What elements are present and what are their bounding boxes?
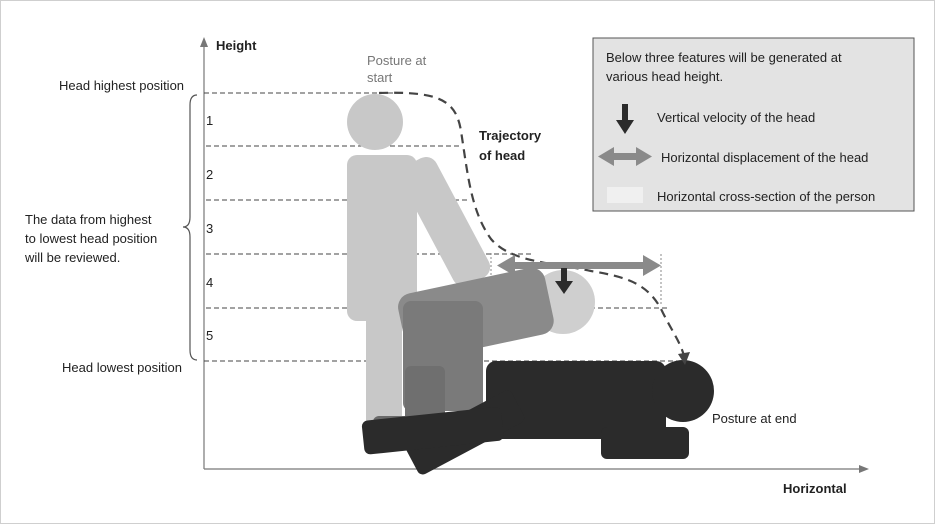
head-lowest-label: Head lowest position: [62, 360, 182, 375]
legend-item-velocity: Vertical velocity of the head: [657, 110, 815, 125]
band-label-1: 1: [206, 113, 213, 128]
band-label-3: 3: [206, 221, 213, 236]
lying-arm: [601, 427, 689, 459]
legend-item-cross-section: Horizontal cross-section of the person: [657, 189, 875, 204]
posture-end-label: Posture at end: [712, 411, 797, 426]
band-label-4: 4: [206, 275, 213, 290]
lying-head: [652, 360, 714, 422]
legend-title-line-2: various head height.: [606, 69, 723, 84]
y-axis-label: Height: [216, 38, 257, 53]
x-axis-label: Horizontal: [783, 481, 847, 496]
head-highest-label: Head highest position: [59, 78, 184, 93]
posture-start-label-line-1: Posture at: [367, 53, 427, 68]
band-label-5: 5: [206, 328, 213, 343]
brace-text-line-1: The data from highest: [25, 212, 152, 227]
posture-start-label-line-2: start: [367, 70, 393, 85]
legend: Below three features will be generated a…: [593, 38, 914, 211]
legend-title-line-1: Below three features will be generated a…: [606, 50, 842, 65]
legend-item-displacement: Horizontal displacement of the head: [661, 150, 868, 165]
displacement-right-head: [643, 255, 661, 276]
displacement-shaft: [511, 262, 643, 269]
brace-text-line-3: will be reviewed.: [24, 250, 120, 265]
band-label-2: 2: [206, 167, 213, 182]
curly-brace: [183, 95, 197, 360]
x-axis-arrowhead: [859, 465, 869, 473]
y-axis-arrowhead: [200, 37, 208, 47]
cross-section-swatch-icon: [607, 187, 643, 203]
velocity-shaft: [561, 268, 567, 283]
trajectory-label-line-2: of head: [479, 148, 525, 163]
trajectory-label-line-1: Trajectory: [479, 128, 542, 143]
standing-head: [347, 94, 403, 150]
standing-leg: [366, 301, 402, 426]
brace-text-line-2: to lowest head position: [25, 231, 157, 246]
